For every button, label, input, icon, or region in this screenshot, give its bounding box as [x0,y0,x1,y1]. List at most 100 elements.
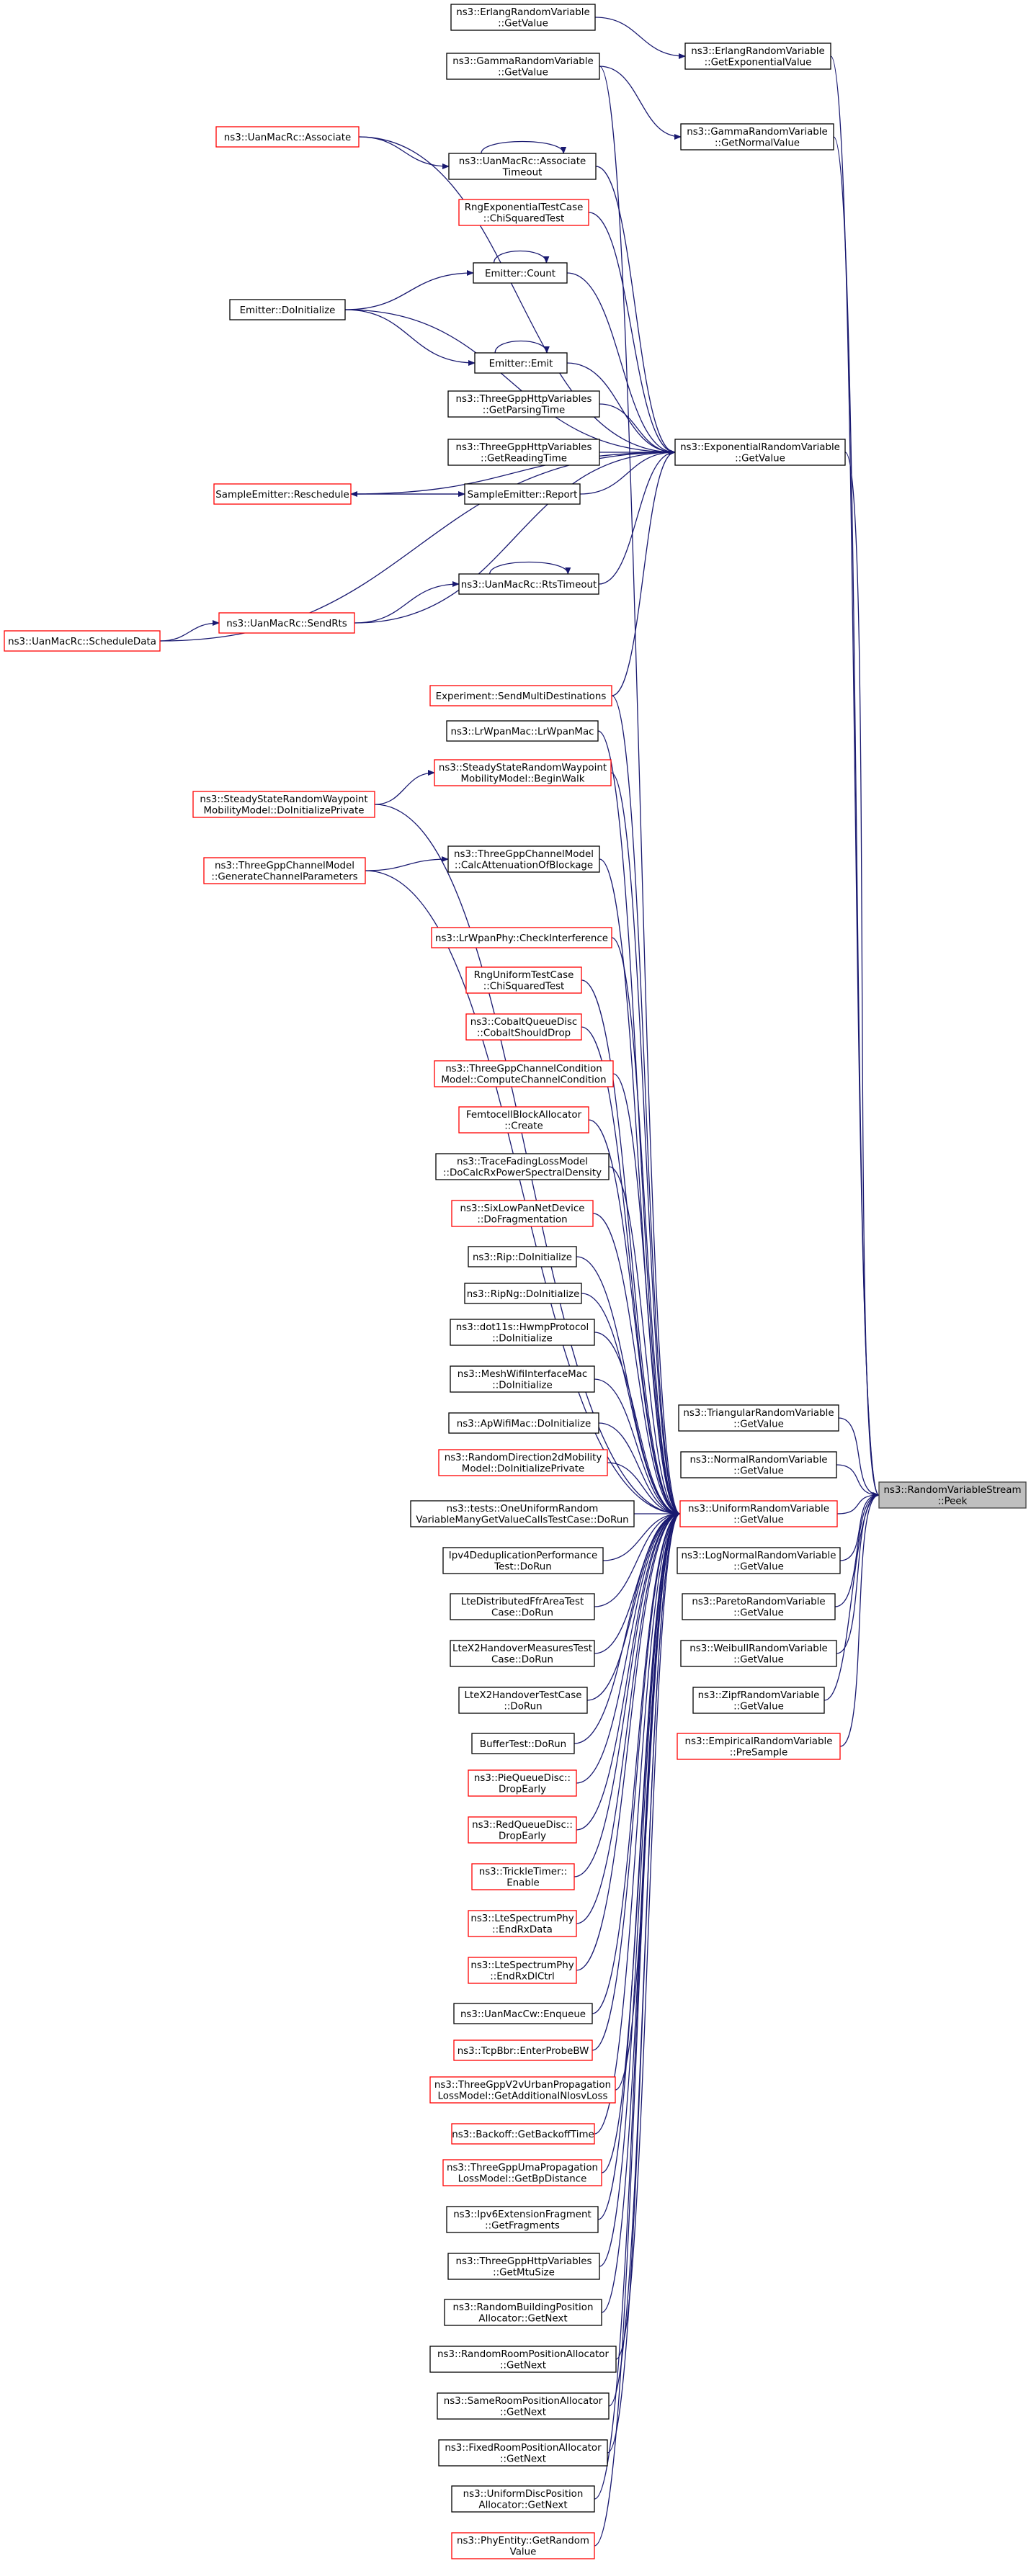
node-normal-gv[interactable]: ns3::NormalRandomVariable::GetValue [680,1451,837,1478]
node-ssrw-bw[interactable]: ns3::SteadyStateRandomWaypointMobilityMo… [434,759,612,786]
edge-ipv6frag-to-uni-gv [597,1511,681,2220]
node-box [682,1593,836,1620]
node-label-line: ns3::GammaRandomVariable [452,56,594,67]
node-tcpbbr[interactable]: ns3::TcpBbr::EnterProbeBW [453,2039,593,2061]
node-tgcc[interactable]: ns3::ThreeGppChannelConditionModel::Comp… [434,1060,614,1087]
node-http-parse[interactable]: ns3::ThreeGppHttpVariables::GetParsingTi… [447,390,600,418]
edge-exp-smd-to-uni-gv [611,695,681,1517]
node-lognormal-gv[interactable]: ns3::LogNormalRandomVariable::GetValue [677,1547,841,1574]
node-erlang-gev[interactable]: ns3::ErlangRandomVariable::GetExponentia… [684,42,831,70]
node-ltex2[interactable]: LteX2HandoverTestCase::DoRun [458,1687,588,1714]
node-se-resched[interactable]: SampleEmitter::Reschedule [213,483,352,505]
node-label-line: ::GetValue [733,1562,784,1573]
node-label-line: ns3::ZipfRandomVariable [698,1690,820,1701]
node-frpa[interactable]: ns3::FixedRoomPositionAllocator::GetNext [438,2439,608,2467]
node-apwifi-init[interactable]: ns3::ApWifiMac::DoInitialize [448,1412,599,1434]
node-em-count[interactable]: Emitter::Count [473,262,568,284]
node-lrwpan-mac[interactable]: ns3::LrWpanMac::LrWpanMac [446,720,599,742]
node-pareto-gv[interactable]: ns3::ParetoRandomVariable::GetValue [682,1593,836,1620]
node-box [450,1319,595,1346]
node-v2v[interactable]: ns3::ThreeGppV2vUrbanPropagationLossMode… [429,2076,616,2104]
edge-red-drop-to-uni-gv [576,1511,681,1831]
node-box [450,4,596,31]
node-rng-exp-chi[interactable]: RngExponentialTestCase::ChiSquaredTest [458,199,589,226]
node-label-line: ns3::FixedRoomPositionAllocator [445,2443,602,2454]
node-box [444,2299,602,2326]
node-udpa[interactable]: ns3::UniformDiscPositionAllocator::GetNe… [451,2485,595,2513]
node-lrwpan-ci[interactable]: ns3::LrWpanPhy::CheckInterference [431,927,612,948]
node-gamma-gv[interactable]: ns3::GammaRandomVariable::GetValue [446,53,600,80]
node-label-line: Model::DoInitializePrivate [462,1464,584,1475]
node-lte-endrxdl[interactable]: ns3::LteSpectrumPhy::EndRxDlCtrl [468,1957,577,1984]
node-backoff[interactable]: ns3::Backoff::GetBackoffTime [451,2123,595,2145]
node-srpa[interactable]: ns3::SameRoomPositionAllocator::GetNext [437,2392,610,2420]
node-rrpa[interactable]: ns3::RandomRoomPositionAllocator::GetNex… [429,2346,617,2373]
edge-em-init-to-exp-gv [344,309,676,455]
edge-weibull-gv-to-peek [836,1492,880,1654]
node-sixlowpan[interactable]: ns3::SixLowPanNetDevice::DoFragmentation [451,1200,594,1227]
node-uan-sched[interactable]: ns3::UanMacRc::ScheduleData [4,630,161,652]
node-uni-gv[interactable]: ns3::UniformRandomVariable::GetValue [679,1500,838,1527]
node-label-line: ns3::ThreeGppChannelModel [215,861,354,871]
edge-tracefading-to-uni-gv [608,1166,681,1517]
node-box [438,1449,608,1476]
node-tgcm-cab[interactable]: ns3::ThreeGppChannelModel::CalcAttenuati… [447,845,600,873]
node-box [474,352,568,374]
node-uan-assoc[interactable]: ns3::UanMacRc::Associate [215,126,360,148]
node-rbpa[interactable]: ns3::RandomBuildingPositionAllocator::Ge… [444,2299,602,2326]
node-uan-sendrts[interactable]: ns3::UanMacRc::SendRts [218,612,355,634]
edge-uan-sendrts-to-uan-rts-to [354,581,460,624]
node-cobalt[interactable]: ns3::CobaltQueueDisc::CobaltShouldDrop [465,1013,582,1041]
node-zipf-gv[interactable]: ns3::ZipfRandomVariable::GetValue [692,1687,825,1714]
node-http-read[interactable]: ns3::ThreeGppHttpVariables::GetReadingTi… [447,439,600,466]
node-hwmp-init[interactable]: ns3::dot11s::HwmpProtocol::DoInitialize [450,1319,595,1346]
node-http-mtu[interactable]: ns3::ThreeGppHttpVariables::GetMtuSize [447,2253,600,2280]
edge-tgcm-gcp-to-uni-gv [365,870,681,1517]
edge-rng-uni-chi-to-uni-gv [581,979,681,1517]
node-se-report[interactable]: SampleEmitter::Report [464,483,581,505]
node-one-uniform[interactable]: ns3::tests::OneUniformRandomVariableMany… [410,1500,635,1527]
node-box [464,1283,582,1304]
node-em-init[interactable]: Emitter::DoInitialize [229,299,346,320]
node-tri-gv[interactable]: ns3::TriangularRandomVariable::GetValue [678,1404,839,1432]
node-gamma-gnv[interactable]: ns3::GammaRandomVariable::GetNormalValue [680,123,834,151]
node-buffertest[interactable]: BufferTest::DoRun [471,1733,575,1754]
node-uma[interactable]: ns3::ThreeGppUmaPropagationLossModel::Ge… [442,2159,602,2186]
node-rip-init[interactable]: ns3::Rip::DoInitialize [468,1246,577,1267]
edge-http-parse-to-exp-gv [599,403,676,455]
node-box [453,2039,593,2061]
node-ripng-init[interactable]: ns3::RipNg::DoInitialize [464,1283,582,1304]
node-lte-endrxdata[interactable]: ns3::LteSpectrumPhy::EndRxData [468,1910,577,1937]
node-uan-rts-to[interactable]: ns3::UanMacRc::RtsTimeout [458,573,599,595]
node-trickle[interactable]: ns3::TrickleTimer::Enable [471,1863,575,1890]
node-rng-uni-chi[interactable]: RngUniformTestCase::ChiSquaredTest [465,966,582,994]
node-label-line: ns3::ThreeGppV2vUrbanPropagation [434,2080,611,2091]
node-exp-smd[interactable]: Experiment::SendMultiDestinations [429,685,612,706]
node-em-emit[interactable]: Emitter::Emit [474,352,568,374]
node-meshwifi-init[interactable]: ns3::MeshWifiInterfaceMac::DoInitialize [450,1365,595,1393]
node-red-drop[interactable]: ns3::RedQueueDisc::DropEarly [468,1816,577,1844]
node-weibull-gv[interactable]: ns3::WeibullRandomVariable::GetValue [680,1640,837,1667]
node-exp-gv[interactable]: ns3::ExponentialRandomVariable::GetValue [674,439,846,466]
edge-lte-endrxdl-to-uni-gv [576,1511,681,1971]
node-ffr-create[interactable]: FemtocellBlockAllocator::Create [458,1106,589,1134]
node-pie-drop[interactable]: ns3::PieQueueDisc::DropEarly [468,1769,577,1797]
node-label-line: ns3::SixLowPanNetDevice [460,1203,585,1214]
node-ipv6frag[interactable]: ns3::Ipv6ExtensionFragment::GetFragments [446,2206,599,2233]
node-erlang-gv[interactable]: ns3::ErlangRandomVariable::GetValue [450,4,596,31]
edge-uan-sendrts-to-exp-gv [354,449,676,624]
node-ssrw-dip[interactable]: ns3::SteadyStateRandomWaypointMobilityMo… [192,791,375,818]
node-rd2d-dip[interactable]: ns3::RandomDirection2dMobilityModel::DoI… [438,1449,608,1476]
node-uanmaccw[interactable]: ns3::UanMacCw::Enqueue [453,2003,593,2024]
node-tgcm-gcp[interactable]: ns3::ThreeGppChannelModel::GenerateChann… [203,857,366,884]
edge-em-init-to-em-count [344,270,474,310]
node-peek[interactable]: ns3::RandomVariableStream::Peek [878,1481,1027,1509]
node-empirical-ps[interactable]: ns3::EmpiricalRandomVariable::PreSample [677,1733,841,1760]
node-tracefading[interactable]: ns3::TraceFadingLossModel::DoCalcRxPower… [435,1153,610,1180]
node-box [213,483,352,505]
